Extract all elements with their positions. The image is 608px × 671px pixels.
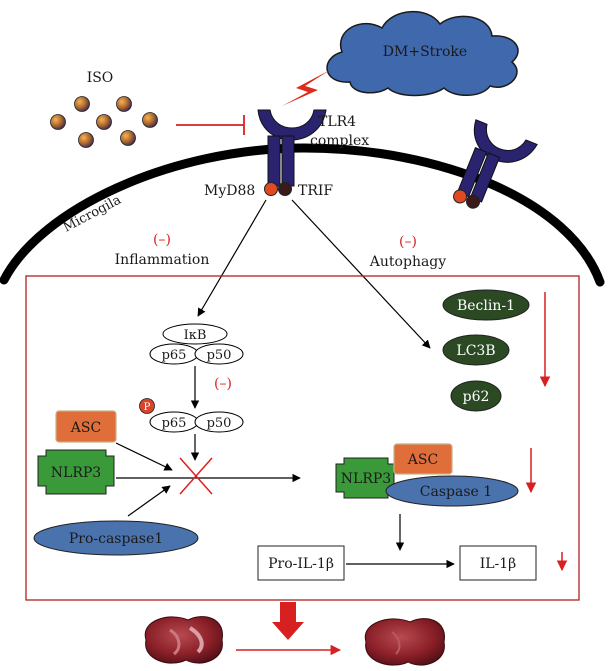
cell-membrane	[0, 143, 605, 287]
dm-stroke-cloud: DM+Stroke	[326, 10, 519, 97]
asc-box-b: ASC	[393, 443, 453, 475]
pro-il1b-label: Pro-IL-1β	[268, 556, 334, 572]
myd88-label: MyD88	[204, 183, 255, 199]
p50-label: p50	[207, 348, 232, 363]
nlrp3-shape: NLRP3	[37, 449, 115, 495]
phospho-nfkb-complex: P p65 p50	[139, 398, 244, 433]
autophagy-minus: (–)	[399, 234, 417, 250]
inflammation-label: Inflammation	[115, 252, 210, 268]
trif-label: TRIF	[298, 183, 333, 199]
ikb-label: IκB	[184, 328, 207, 343]
tlr4-label-line1: TLR4	[318, 114, 356, 130]
brain-slice-icon-improved	[364, 618, 445, 666]
nlrp3-shape-b: NLRP3	[335, 457, 395, 499]
lightning-bolt-icon	[282, 70, 330, 106]
arrow-myd88-to-ikb	[197, 199, 267, 317]
asc-box: ASC	[55, 410, 117, 443]
iso-molecules	[50, 96, 158, 148]
iso-label: ISO	[87, 70, 114, 86]
trif-adaptor	[278, 182, 292, 196]
p65-label: p65	[162, 348, 187, 363]
nlrp3-label: NLRP3	[51, 465, 101, 481]
p62-ellipse: p62	[450, 380, 502, 412]
arrow-trif-to-autophagy	[291, 199, 431, 349]
il1b-box: IL-1β	[459, 545, 537, 581]
signaling-frame	[25, 275, 580, 601]
caspase1-ellipse: Caspase 1	[385, 475, 519, 507]
iso-molecule	[74, 96, 90, 112]
blocked-x-mark	[179, 457, 213, 495]
iso-molecule	[116, 96, 132, 112]
cloud-label: DM+Stroke	[383, 44, 467, 60]
pro-caspase1-label: Pro-caspase1	[69, 531, 163, 547]
tlr4-receptor-secondary	[453, 119, 538, 209]
pro-caspase1-ellipse: Pro-caspase1	[33, 520, 199, 556]
tlr4-receptor	[257, 109, 327, 196]
arrow-asc-to-block	[115, 442, 173, 471]
brain-slice-icon	[144, 616, 223, 664]
beclin1-label: Beclin-1	[457, 298, 515, 314]
nfkb-minus: (–)	[214, 376, 232, 392]
pro-il1b-box: Pro-IL-1β	[257, 545, 345, 581]
outcome-down-arrow	[272, 602, 304, 640]
asc-label-b: ASC	[407, 452, 438, 468]
phospho-marker	[139, 398, 155, 414]
inflammation-minus: (–)	[153, 232, 171, 248]
lc3b-label: LC3B	[456, 343, 495, 359]
tlr4-label-line2: complex	[310, 133, 369, 149]
iso-inhibition-line	[176, 115, 245, 135]
iso-molecule	[50, 114, 66, 130]
p62-label: p62	[463, 389, 490, 405]
p65-label-b: p65	[162, 416, 187, 431]
iso-molecule	[96, 114, 112, 130]
nlrp3-label-b: NLRP3	[341, 471, 391, 487]
asc-label: ASC	[70, 420, 101, 436]
iso-molecule	[120, 130, 136, 146]
il1b-label: IL-1β	[480, 556, 517, 572]
beclin1-ellipse: Beclin-1	[442, 289, 530, 321]
myd88-adaptor	[264, 182, 278, 196]
autophagy-label: Autophagy	[369, 254, 446, 270]
ikb-nfkb-complex: IκB p65 p50	[149, 323, 244, 365]
phospho-label: P	[144, 402, 151, 413]
lc3b-ellipse: LC3B	[442, 334, 510, 366]
iso-molecule	[78, 132, 94, 148]
iso-molecule	[142, 112, 158, 128]
p50-label-b: p50	[207, 416, 232, 431]
arrow-procaspase-to-block	[127, 485, 171, 517]
caspase1-label: Caspase 1	[420, 484, 492, 500]
